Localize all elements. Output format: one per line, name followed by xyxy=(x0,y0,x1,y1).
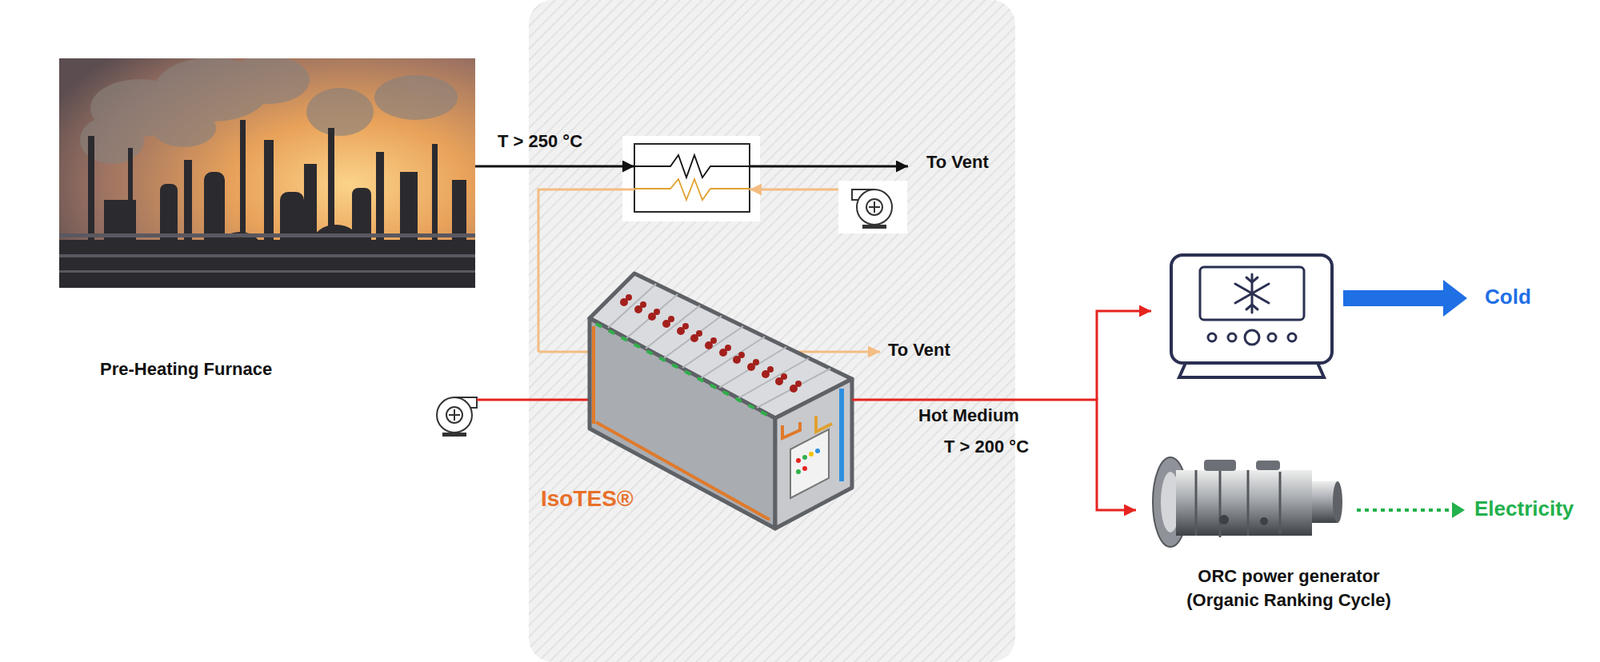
fan-casing xyxy=(856,189,892,225)
container-end xyxy=(775,379,852,529)
heater-elements xyxy=(620,294,802,393)
fan-base xyxy=(862,224,887,229)
snowflake xyxy=(1235,274,1269,313)
pipe xyxy=(592,326,596,424)
component-label: ORC power generator (Organic Ranking Cyc… xyxy=(1168,564,1409,613)
annotation-label: To Vent xyxy=(888,340,951,361)
icon-backdrop xyxy=(838,180,908,234)
sensor-line xyxy=(596,324,770,417)
turbine-illustration xyxy=(1152,457,1343,548)
component-label: IsoTES® xyxy=(540,486,634,512)
pipe xyxy=(839,388,844,482)
chiller-window xyxy=(1200,267,1304,320)
chiller-branch xyxy=(1096,311,1152,400)
fan-symbol xyxy=(436,397,477,437)
annotation-label: Cold xyxy=(1484,286,1532,308)
component-label: Pre-Heating Furnace xyxy=(100,356,272,383)
annotation-label: Electricity xyxy=(1474,498,1574,520)
icon-backdrop xyxy=(622,136,760,222)
exhaust-line xyxy=(475,165,635,168)
fan-symbol xyxy=(838,180,908,234)
fan-rotor xyxy=(866,199,883,216)
electricity-arrow xyxy=(1356,502,1465,519)
pipe-rack xyxy=(59,233,476,273)
heat-exchanger xyxy=(622,136,760,222)
exchanger-box xyxy=(634,144,750,212)
control-panel xyxy=(790,429,829,499)
fan-rotor xyxy=(446,407,463,424)
cold-arrow xyxy=(1343,280,1468,317)
vent-line xyxy=(749,165,908,168)
connector-label: Hot Medium xyxy=(918,405,1020,427)
module-slots xyxy=(608,284,831,408)
annotation-label: To Vent xyxy=(926,152,989,173)
air-coil xyxy=(634,179,750,200)
fan-casing xyxy=(436,397,472,433)
air-line xyxy=(749,188,852,192)
fan-base xyxy=(442,432,467,437)
hot-medium-connector xyxy=(852,400,1136,511)
exhaust-coil xyxy=(634,155,750,178)
component-node: IsoTES® xyxy=(540,273,852,529)
component-node: ORC power generator (Organic Ranking Cyc… xyxy=(1136,448,1448,617)
hatched-panel xyxy=(528,0,1016,662)
chiller-knobs xyxy=(1208,330,1296,345)
annotation-label: T > 250 °C xyxy=(497,131,583,152)
pipe xyxy=(782,422,800,439)
component-node: Pre-Heating Furnace xyxy=(59,58,476,387)
panel-lamps xyxy=(796,448,820,475)
cold-medium-line xyxy=(476,399,590,402)
chiller-icon xyxy=(1171,255,1332,378)
chiller-body xyxy=(1171,255,1332,364)
chiller-base xyxy=(1179,363,1324,378)
fan-cross xyxy=(868,201,880,213)
fan-cross xyxy=(448,409,460,421)
annotation-label: T > 200 °C xyxy=(944,436,1029,458)
plant-silhouette xyxy=(59,120,476,288)
furnace-illustration xyxy=(59,58,476,288)
